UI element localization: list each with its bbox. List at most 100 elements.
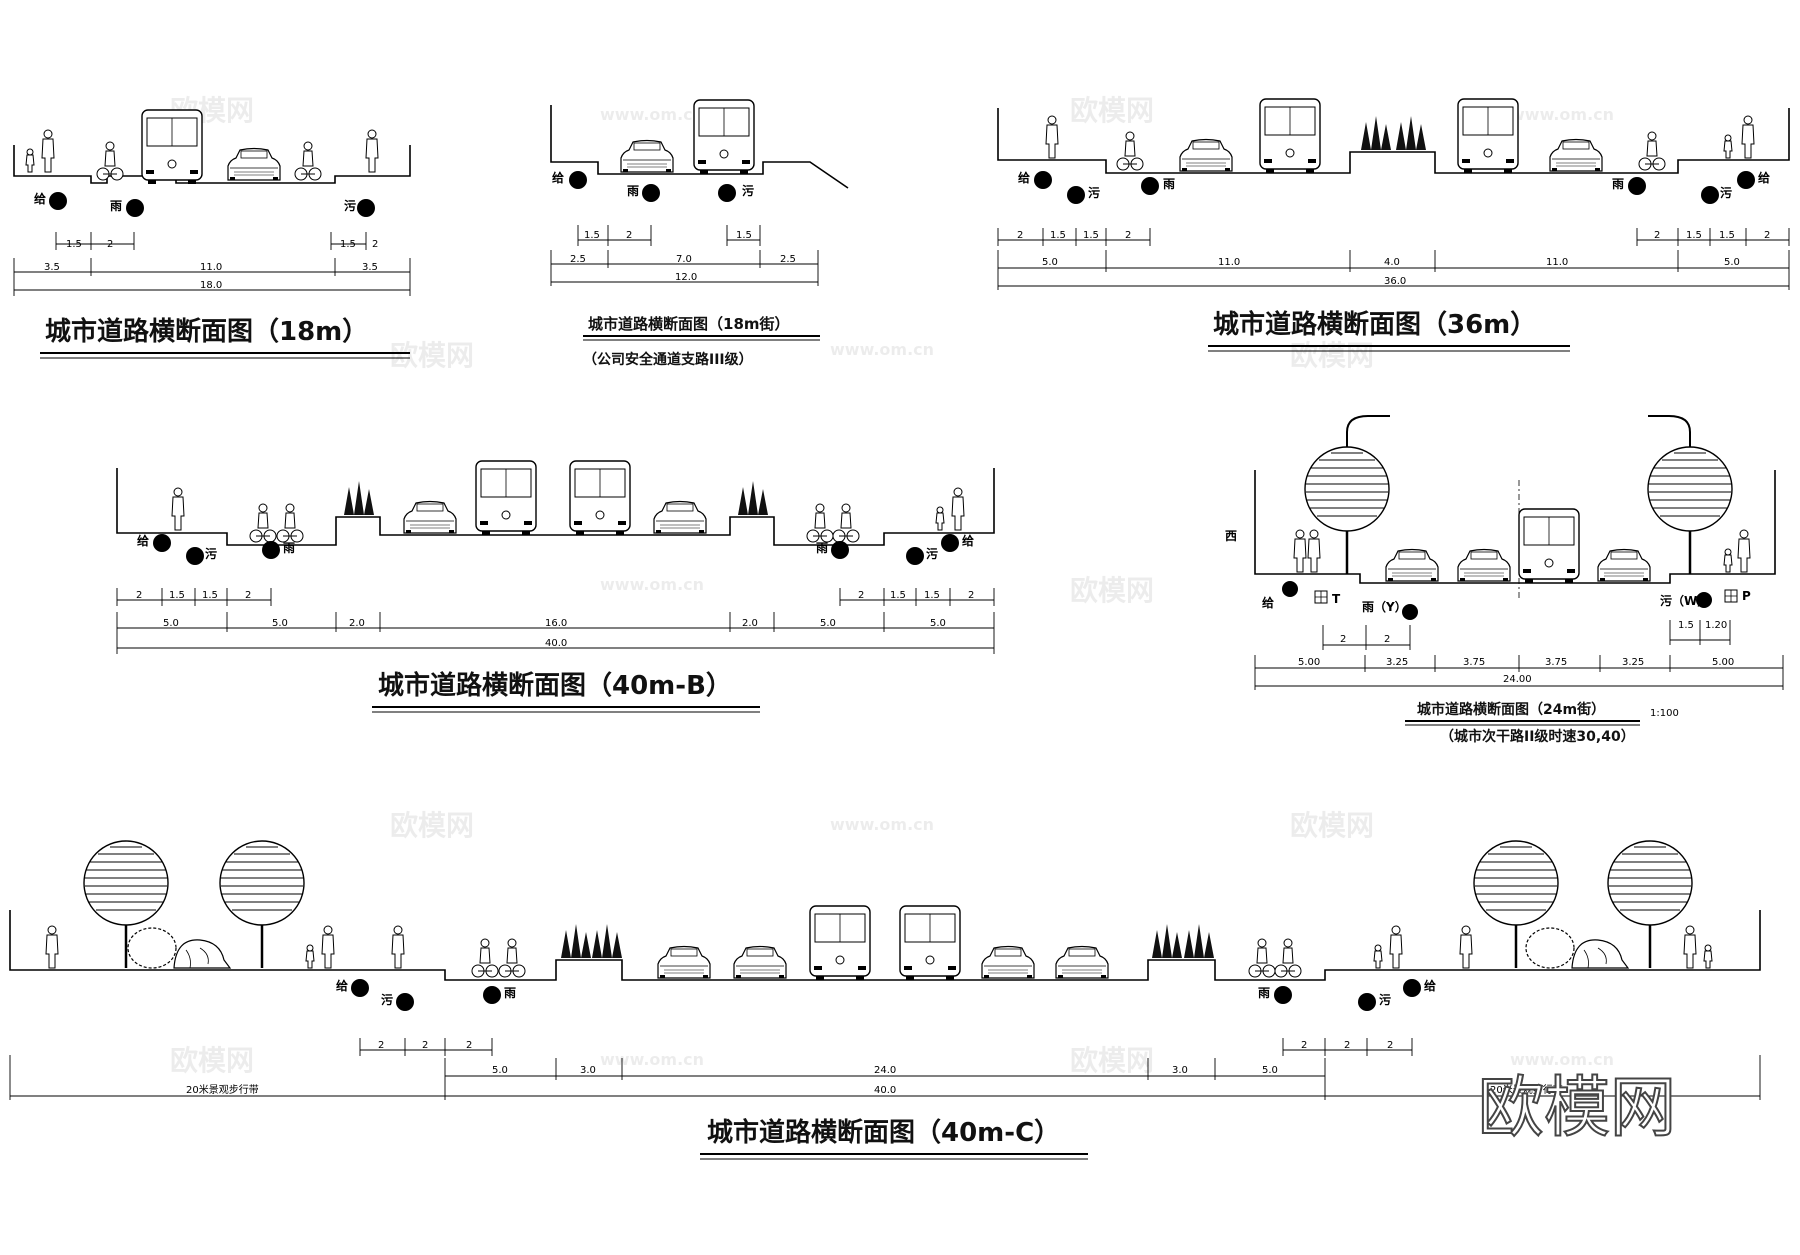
utility-label: T: [1332, 592, 1341, 606]
cyclist-icon: [96, 141, 124, 181]
car-icon: [1457, 548, 1511, 582]
section-40m-b: 给 污 雨 雨 污 给 2 1.5 1.5 2 2 1.5 1.5 2 5.0 …: [116, 460, 995, 713]
dimension-label: 5.0: [1262, 1065, 1278, 1076]
utility-label: 污: [344, 198, 356, 213]
utility-label: 雨: [816, 541, 828, 555]
wm-brand-9: 欧模网: [1070, 1044, 1154, 1077]
section-title: 城市道路横断面图（40m-B）: [378, 670, 732, 701]
dimension-label: 4.0: [1384, 257, 1400, 268]
bus-icon: [1518, 508, 1580, 584]
car-icon: [620, 139, 674, 173]
utility-label: 雨: [504, 986, 516, 1000]
pedestrian-icon: [951, 487, 965, 531]
utility-label: 雨: [1258, 986, 1270, 1000]
pipe-icon: [1701, 186, 1719, 204]
utility-label: 给: [336, 978, 348, 993]
dimension-label: 3.5: [362, 262, 378, 273]
dimension-label: 1.5: [1678, 620, 1694, 631]
pipe-icon: [1696, 592, 1712, 608]
shrub-icon: [1152, 924, 1182, 958]
utility-label: 污: [742, 183, 754, 198]
wm-url-5: www.om.cn: [830, 815, 934, 834]
cyclist-icon: [806, 503, 834, 543]
dimension-label: 1.5: [169, 590, 185, 601]
cyclist-icon: [276, 503, 304, 543]
utility-label: 雨: [627, 184, 639, 198]
child-icon: [1373, 944, 1383, 969]
utility-label: 污: [1720, 185, 1732, 200]
cyclist-icon: [294, 141, 322, 181]
dimension-total: 24.00: [1503, 674, 1532, 685]
utility-label: 给: [1262, 595, 1274, 610]
dimension-label: 5.0: [930, 618, 946, 629]
dimension-label: 2: [107, 239, 113, 250]
road-profile: [13, 145, 411, 184]
wm-url-6: www.om.cn: [600, 1050, 704, 1069]
dimension-label: 24.0: [874, 1065, 896, 1076]
section-18m: 给 雨 污 1.5 2 1.5 2 3.5 11.0 3.5 18.0 城市道路…: [13, 109, 411, 359]
pipe-icon: [718, 184, 736, 202]
bus-icon: [569, 460, 631, 536]
car-icon: [403, 500, 457, 534]
dimension-label: 1.5: [736, 230, 752, 241]
section-40m-c: 给 污 雨 雨 污 给 2 2 2 2 2 2 5.0 3.0 24.0 3.0…: [9, 839, 1761, 1160]
car-icon: [657, 945, 711, 979]
pipe-icon: [1402, 604, 1418, 620]
utility-label: 给: [552, 170, 564, 185]
pipe-icon: [569, 171, 587, 189]
utility-label: 给: [1758, 170, 1770, 185]
pipe-icon: [642, 184, 660, 202]
child-icon: [935, 506, 945, 531]
dimension-label: 2: [422, 1040, 428, 1051]
dimension-label: 2: [378, 1040, 384, 1051]
utility-label: 雨: [1163, 177, 1175, 191]
shrub-icon: [738, 481, 768, 515]
dimension-label: 2: [1125, 230, 1131, 241]
dimension-label: 2: [1017, 230, 1023, 241]
dimension-label: 3.75: [1545, 657, 1567, 668]
cyclist-icon: [1116, 131, 1144, 171]
dimension-label: 7.0: [676, 254, 692, 265]
dimension-label: 5.0: [492, 1065, 508, 1076]
dimension-label: 2: [1387, 1040, 1393, 1051]
dimension-label: 11.0: [1546, 257, 1568, 268]
section-title: 城市道路横断面图（40m-C）: [707, 1117, 1060, 1148]
bus-icon: [1457, 98, 1519, 174]
walkway-label-left: 20米景观步行带: [186, 1083, 259, 1096]
wm-url-4: www.om.cn: [600, 575, 704, 594]
pipe-icon: [906, 547, 924, 565]
bus-icon: [693, 99, 755, 175]
car-icon: [1179, 138, 1233, 172]
pedestrian-icon: [45, 925, 59, 969]
child-icon: [25, 148, 35, 173]
wm-brand-5: 欧模网: [1070, 574, 1154, 607]
dimension-label: 5.00: [1298, 657, 1320, 668]
road-profile: [116, 468, 995, 546]
section-36m: 给 污 雨 雨 污 给 2 1.5 1.5 2 2 1.5 1.5 2 5.0 …: [997, 98, 1790, 352]
dimension-total: 36.0: [1384, 276, 1406, 287]
section-title: 城市道路横断面图（24m街）: [1417, 701, 1605, 718]
section-title: 城市道路横断面图（18m）: [45, 316, 368, 347]
pipe-icon: [1067, 186, 1085, 204]
section-18m-street: 给 雨 污 1.5 2 1.5 2.5 7.0 2.5 12.0 城市道路横断面…: [550, 99, 849, 368]
street-lamp-icon: [1346, 415, 1390, 574]
dimension-label: 5.0: [272, 618, 288, 629]
dimension-label: 1.5: [202, 590, 218, 601]
tree-icon: [1606, 839, 1694, 970]
dimension-label: 2: [1384, 634, 1390, 645]
pipe-icon: [262, 541, 280, 559]
dimension-label: 2: [245, 590, 251, 601]
utility-label: 给: [34, 191, 46, 206]
pipe-icon: [1282, 581, 1298, 597]
pipe-icon: [1628, 177, 1646, 195]
pipe-icon: [1034, 171, 1052, 189]
car-icon: [1055, 945, 1109, 979]
car-icon: [1549, 138, 1603, 172]
cyclist-icon: [832, 503, 860, 543]
child-icon: [305, 944, 315, 969]
bus-icon: [141, 109, 203, 185]
dimension-label: 5.0: [1724, 257, 1740, 268]
dimension-label: 1.5: [1719, 230, 1735, 241]
car-icon: [1597, 548, 1651, 582]
